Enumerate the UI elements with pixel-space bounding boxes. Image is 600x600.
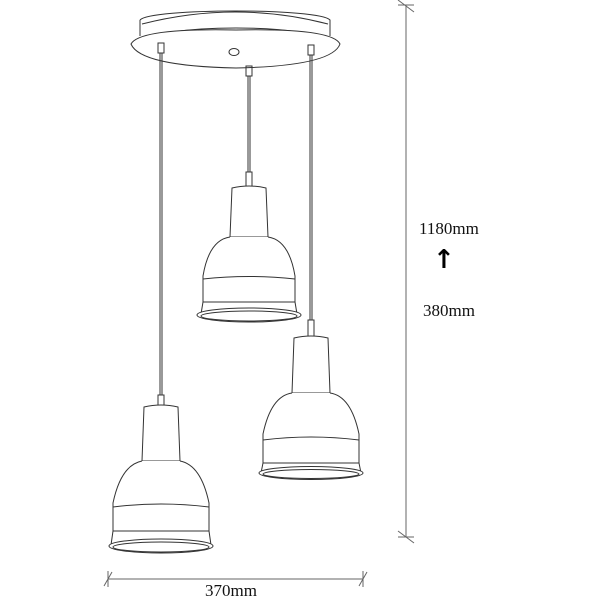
max-height-label: 1180mm (419, 219, 479, 238)
shade-left (108, 404, 214, 554)
ceiling-canopy (130, 10, 341, 69)
width-dimension-line (103, 571, 368, 587)
height-dimension-line (397, 0, 415, 544)
min-height-label: 380mm (423, 301, 475, 320)
cord-right (307, 44, 315, 339)
shade-right (258, 335, 364, 480)
shade-center (196, 185, 302, 323)
cord-left (157, 42, 165, 408)
width-label: 370mm (205, 581, 257, 600)
cord-center (245, 65, 253, 189)
arrow-up-icon: ↑ (433, 245, 455, 275)
